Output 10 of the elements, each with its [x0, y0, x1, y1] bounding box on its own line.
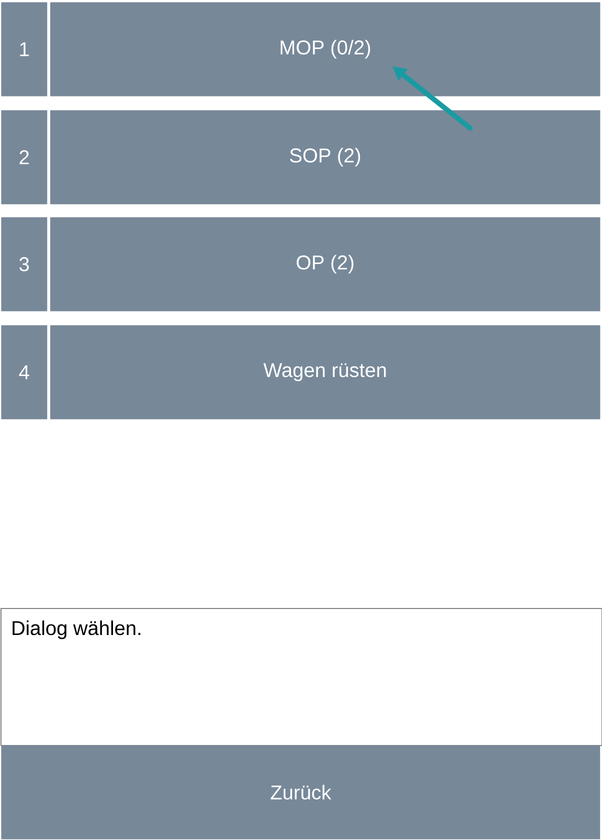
menu-button: OP (2) [50, 217, 600, 312]
menu-button: MOP (0/2) [50, 2, 600, 96]
number-box: 3 [1, 217, 48, 312]
menu-button: SOP (2) [50, 110, 600, 204]
number-box: 2 [1, 110, 48, 204]
message-box: Dialog wählen. [0, 608, 602, 746]
number-box: 4 [1, 325, 48, 420]
back-button: Zurück [1, 745, 600, 840]
number-box: 1 [1, 2, 48, 96]
menu-button: Wagen rüsten [50, 325, 600, 420]
